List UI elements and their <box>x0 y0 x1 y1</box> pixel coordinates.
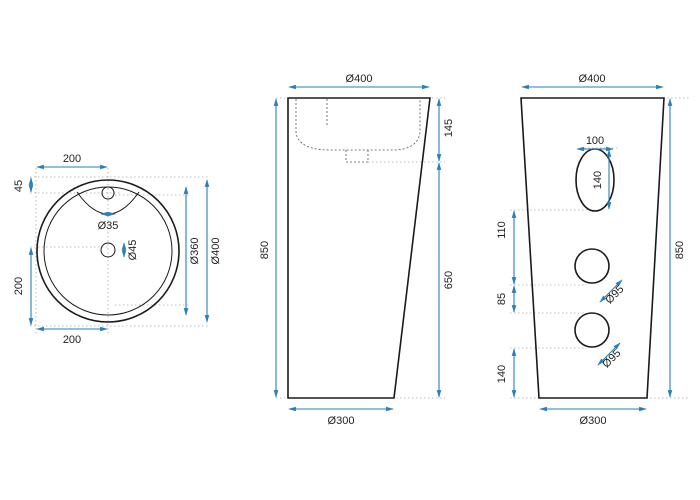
dim-inner-diameter-label: Ø360 <box>189 238 201 265</box>
dim-hole1-line <box>599 279 623 303</box>
dim-side-bottom-width-label: Ø300 <box>328 415 355 427</box>
dim-left-45-label: 45 <box>13 180 25 192</box>
dim-side-lower-height-label: 650 <box>443 271 455 289</box>
dim-top-width-label: 200 <box>63 153 81 165</box>
dim-bottom-width-label: 200 <box>63 334 81 346</box>
dim-side-height-label: 850 <box>259 241 271 259</box>
dim-left-200-label: 200 <box>13 277 25 295</box>
dim-overflow-label: Ø35 <box>98 220 119 232</box>
basin-bowl-hidden <box>295 99 421 151</box>
dim-opening-width-label: 100 <box>586 135 604 147</box>
basin-inner-rim <box>43 186 173 316</box>
dim-side-basin-depth-label: 145 <box>443 119 455 137</box>
dim-back-height-label: 850 <box>674 241 686 259</box>
drain-hole <box>100 242 116 258</box>
back-view: Ø400 Ø300 850 100 140 Ø95 Ø95 110 85 140 <box>496 73 690 427</box>
overflow-hole <box>101 186 115 200</box>
dim-back-top-width-label: Ø400 <box>579 73 606 85</box>
dim-hole2-line <box>597 342 621 366</box>
dim-back-bottom-width-label: Ø300 <box>580 415 607 427</box>
top-view: 200 200 45 200 Ø35 Ø45 Ø360 Ø400 <box>13 153 222 346</box>
dim-hole1-label: Ø95 <box>603 283 626 306</box>
back-pipe-hole-upper <box>574 248 610 284</box>
dim-offset-85-label: 85 <box>496 293 508 305</box>
overflow-recess <box>76 191 140 215</box>
dim-side-top-width-label: Ø400 <box>346 73 373 85</box>
dim-hole2-label: Ø95 <box>600 347 623 370</box>
dim-outer-diameter-label: Ø400 <box>210 238 222 265</box>
basin-outer-rim <box>36 179 180 323</box>
pedestal-outline <box>287 97 431 399</box>
dim-drain-label: Ø45 <box>127 240 139 261</box>
dim-opening-height-label: 140 <box>592 171 604 189</box>
drain-hidden <box>345 150 369 163</box>
dim-offset-140-label: 140 <box>496 365 508 383</box>
dim-offset-110-label: 110 <box>496 221 508 239</box>
top-view-extension-lines <box>30 168 210 334</box>
side-view: Ø400 Ø300 850 145 650 <box>259 73 455 427</box>
back-pipe-hole-lower <box>574 312 610 348</box>
back-pedestal-outline <box>520 97 665 399</box>
